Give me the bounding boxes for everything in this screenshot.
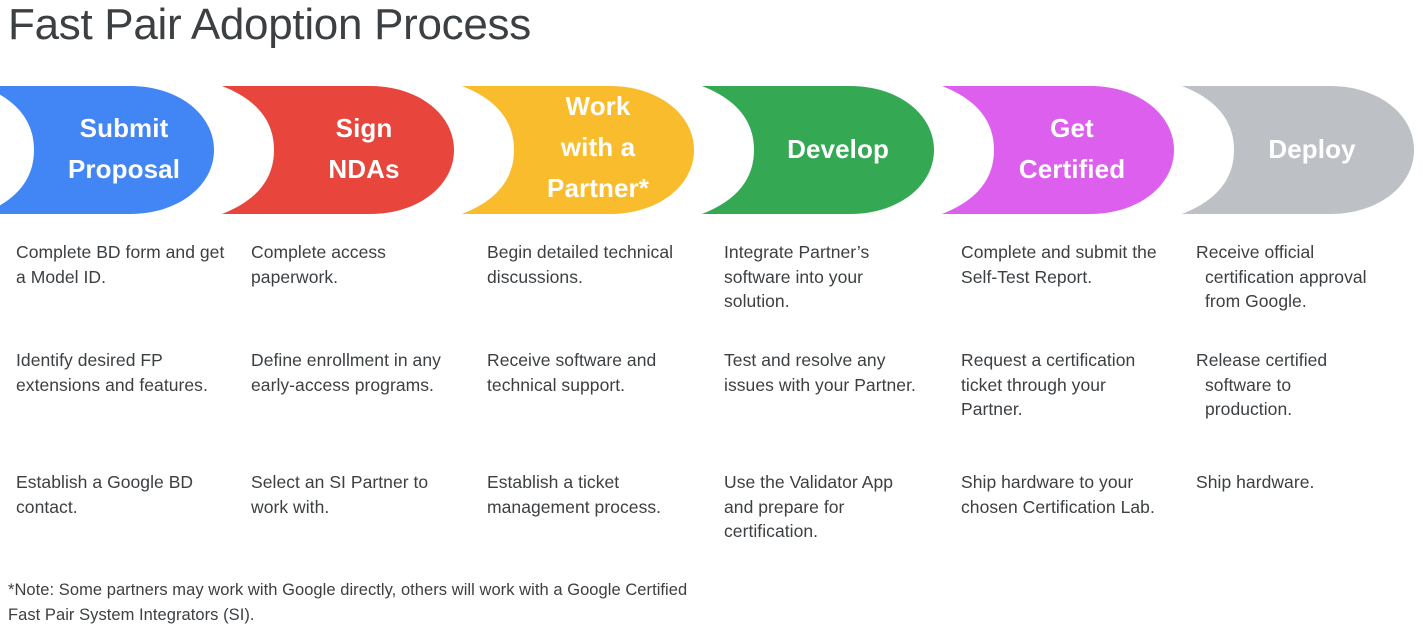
stage-detail-item: Complete and submit the Self-Test Report… xyxy=(961,242,1157,287)
process-chevron-band: Submit Proposal Sign NDAs Work with a Pa… xyxy=(0,86,1423,214)
stage-detail-item: Receive official certification approval … xyxy=(1196,242,1367,311)
chevron-submit-proposal[interactable] xyxy=(0,86,214,214)
stage-detail-item: Define enrollment in any early-access pr… xyxy=(251,350,441,395)
chevron-shapes xyxy=(0,86,1414,214)
stage-detail-item: Integrate Partner’s software into your s… xyxy=(724,242,870,311)
stage-detail-item: Begin detailed technical discussions. xyxy=(487,242,674,287)
footnote-note: *Note: Some partners may work with Googl… xyxy=(8,581,688,624)
stage-detail-item: Establish a ticket management process. xyxy=(487,472,662,517)
chevron-develop[interactable] xyxy=(702,86,934,214)
chevron-sign-ndas[interactable] xyxy=(222,86,454,214)
stage-detail-item: Ship hardware to your chosen Certificati… xyxy=(961,472,1155,517)
chevron-get-certified[interactable] xyxy=(942,86,1174,214)
page-title: Fast Pair Adoption Process xyxy=(8,0,531,49)
stage-detail-item: Request a certification ticket through y… xyxy=(961,350,1136,419)
stage-detail-item: Complete access paperwork. xyxy=(251,242,386,287)
stage-detail-item: Receive software and technical support. xyxy=(487,350,657,395)
stage-detail-item: Complete BD form and get a Model ID. xyxy=(16,242,225,287)
chevron-work-with-a-partner[interactable] xyxy=(462,86,694,214)
stage-detail-item: Establish a Google BD contact. xyxy=(16,472,194,517)
stage-details-grid: Complete BD form and get a Model ID. Ide… xyxy=(0,240,1423,560)
stage-detail-item: Use the Validator App and prepare for ce… xyxy=(724,472,894,541)
stage-detail-item: Identify desired FP extensions and featu… xyxy=(16,350,208,395)
chevron-list xyxy=(0,86,1414,214)
stage-detail-item: Test and resolve any issues with your Pa… xyxy=(724,350,916,395)
stage-detail-item: Select an SI Partner to work with. xyxy=(251,472,429,517)
stage-detail-item: Release certified software to production… xyxy=(1196,350,1328,419)
stage-detail-item: Ship hardware. xyxy=(1196,472,1315,492)
chevron-deploy[interactable] xyxy=(1182,86,1414,214)
